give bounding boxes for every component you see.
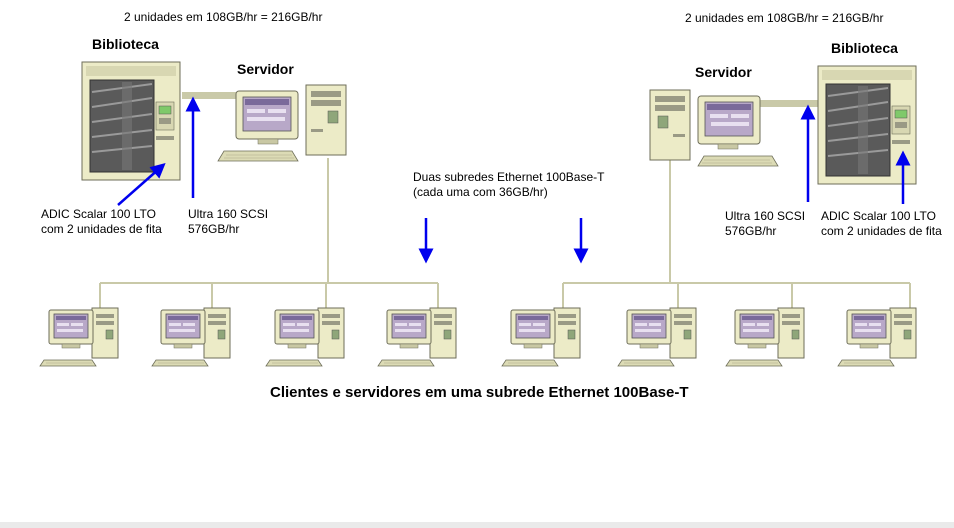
- library-desc-right-line1: ADIC Scalar 100 LTO: [821, 209, 936, 223]
- scsi-cable-right: [752, 100, 822, 107]
- subnets-label-line2: (cada uma com 36GB/hr): [413, 185, 548, 199]
- scsi-label-left-line2: 576GB/hr: [188, 222, 240, 236]
- client-workstation: [265, 307, 345, 367]
- arrow-library-desc-left: [117, 163, 166, 206]
- ethernet-cabling: [99, 158, 911, 310]
- scsi-cable-left: [182, 92, 242, 99]
- server-left: [217, 84, 347, 162]
- server-title-right: Servidor: [695, 64, 752, 80]
- tape-library-right: [817, 65, 917, 185]
- subnets-label-line1: Duas subredes Ethernet 100Base-T: [413, 170, 605, 184]
- server-title-left: Servidor: [237, 61, 294, 77]
- client-workstation: [39, 307, 119, 367]
- tape-library-left: [81, 61, 181, 181]
- server-right: [649, 89, 779, 167]
- scsi-label-left-line1: Ultra 160 SCSI: [188, 207, 269, 221]
- client-workstation: [501, 307, 581, 367]
- client-workstation: [617, 307, 697, 367]
- library-desc-left-line2: com 2 unidades de fita: [41, 222, 162, 236]
- window-bottom-edge: [0, 522, 954, 528]
- scsi-label-right-line1: Ultra 160 SCSI: [725, 209, 806, 223]
- client-workstation: [377, 307, 457, 367]
- client-workstation: [151, 307, 231, 367]
- client-workstation: [725, 307, 805, 367]
- library-title-left: Biblioteca: [92, 36, 159, 52]
- throughput-label-right: 2 unidades em 108GB/hr = 216GB/hr: [685, 11, 884, 25]
- library-desc-left-line1: ADIC Scalar 100 LTO: [41, 207, 156, 221]
- throughput-label-left: 2 unidades em 108GB/hr = 216GB/hr: [124, 10, 323, 24]
- client-workstation: [837, 307, 917, 367]
- diagram-caption: Clientes e servidores em uma subrede Eth…: [270, 384, 689, 401]
- library-desc-right-line2: com 2 unidades de fita: [821, 224, 942, 238]
- scsi-label-right-line2: 576GB/hr: [725, 224, 777, 238]
- library-title-right: Biblioteca: [831, 40, 898, 56]
